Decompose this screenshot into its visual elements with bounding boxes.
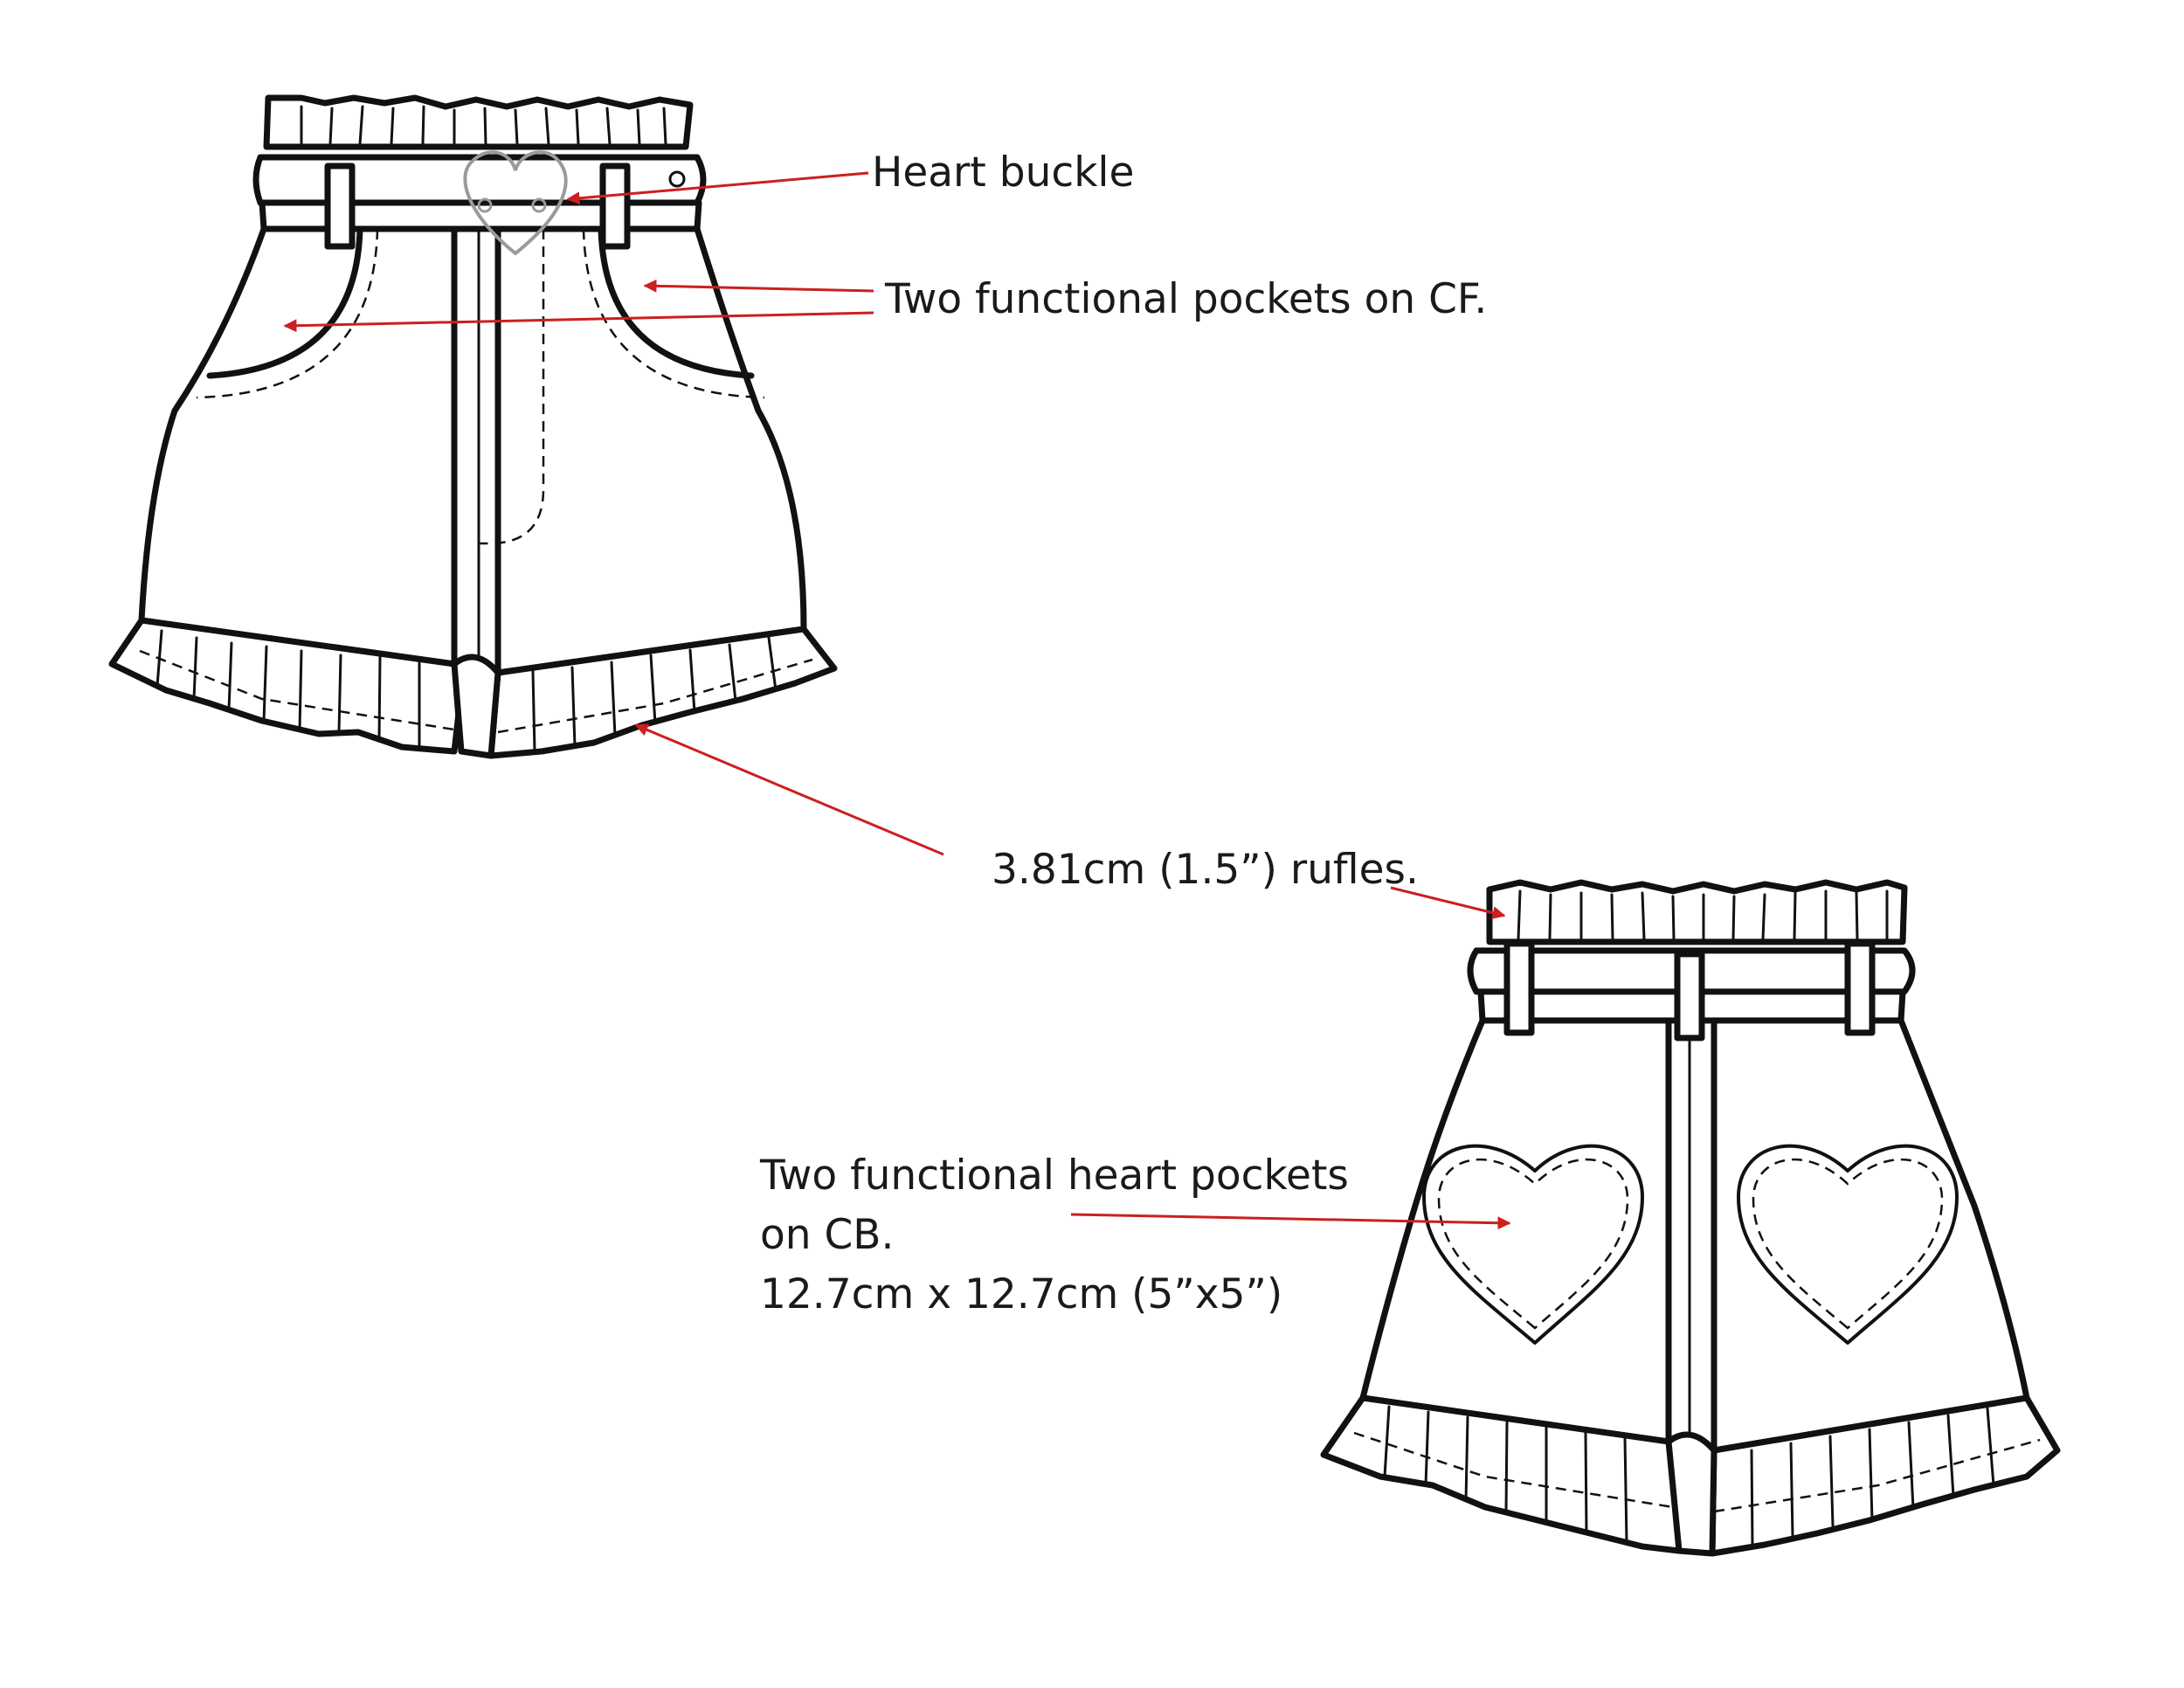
front-pocket-left-stitch bbox=[196, 228, 379, 399]
ruffle-pointer-waist bbox=[1390, 886, 1506, 920]
heart-buckle-pointer bbox=[566, 171, 869, 205]
back-crotch bbox=[1665, 1431, 1717, 1557]
heart-pocket-icon bbox=[1422, 1144, 1644, 1345]
belt-eyelet bbox=[668, 170, 686, 188]
front-pocket-pointer-right bbox=[643, 279, 874, 293]
front-hem-topstitch-right bbox=[497, 658, 813, 734]
buckle-eyelet bbox=[531, 197, 547, 213]
heart-pocket-left-stitch bbox=[1437, 1158, 1629, 1330]
back-ruffle-gathers bbox=[1517, 889, 1889, 941]
heart-pocket-right-stitch bbox=[1752, 1158, 1944, 1330]
back-hem-topstitch-right bbox=[1713, 1438, 2041, 1513]
ruffles-callout: 3.81cm (1.5”) rufles. bbox=[992, 846, 1419, 894]
front-belt-loop-right bbox=[599, 163, 631, 250]
heart-pocket-right bbox=[1737, 1144, 1959, 1345]
heart-pocket-pointer bbox=[1070, 1213, 1511, 1230]
back-view-shorts bbox=[1320, 879, 2061, 1557]
front-belt-loop-left bbox=[324, 163, 356, 250]
heart-buckle-icon bbox=[463, 150, 568, 256]
front-body-outline bbox=[138, 225, 807, 676]
back-hem-topstitch-left bbox=[1353, 1431, 1674, 1509]
front-pocket-right-stitch bbox=[582, 228, 765, 399]
back-pockets-callout: Two functional heart pockets on CB. 12.7… bbox=[760, 1146, 1349, 1325]
back-belt-loop-right bbox=[1844, 940, 1876, 1036]
annotation-lines bbox=[283, 171, 1511, 1230]
back-pockets-callout-line2: on CB. bbox=[760, 1211, 895, 1259]
front-hem-ruffle-left bbox=[108, 617, 465, 755]
back-belt-loop-left bbox=[1503, 940, 1535, 1036]
back-hem-ruffle-right bbox=[1709, 1394, 2061, 1557]
fly-topstitch bbox=[479, 229, 545, 545]
back-paperbag-ruffle bbox=[1486, 879, 1908, 945]
heart-buckle-callout: Heart buckle bbox=[872, 149, 1135, 197]
back-pockets-callout-line1: Two functional heart pockets bbox=[760, 1152, 1349, 1200]
front-view-shorts bbox=[108, 94, 838, 759]
front-hem-ruffle-right bbox=[487, 626, 838, 759]
ruffle-pointer-hem bbox=[634, 723, 944, 856]
front-pocket-right bbox=[598, 225, 755, 379]
front-hem-topstitch-left bbox=[139, 649, 455, 731]
front-pockets-callout: Two functional pockets on CF. bbox=[885, 275, 1488, 323]
front-belt bbox=[252, 154, 707, 206]
back-belt-loop-center bbox=[1674, 951, 1705, 1041]
front-hem-gathers bbox=[156, 629, 778, 753]
front-crotch bbox=[451, 654, 501, 759]
front-ruffle-gathers bbox=[300, 105, 667, 146]
back-hem-gathers bbox=[1383, 1405, 1995, 1548]
back-body-outline bbox=[1359, 1017, 2030, 1454]
front-pocket-pointer-left bbox=[283, 311, 874, 333]
front-paperbag-ruffle bbox=[263, 94, 694, 150]
buckle-prong bbox=[477, 197, 493, 213]
back-pockets-callout-line3: 12.7cm x 12.7cm (5”x5”) bbox=[760, 1270, 1283, 1318]
front-pocket-left bbox=[206, 225, 363, 379]
